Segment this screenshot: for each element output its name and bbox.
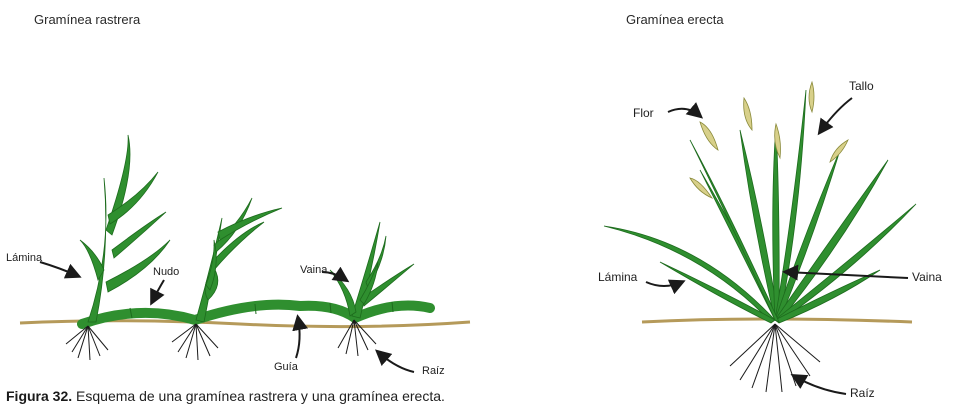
- label-flor: Flor: [633, 106, 654, 120]
- label-guia: Guía: [274, 361, 298, 373]
- arrow-tallo: [820, 98, 852, 132]
- arrow-flor: [668, 109, 700, 116]
- arrow-raiz-right: [794, 376, 846, 394]
- erect-flowers: [690, 82, 848, 198]
- label-vaina-right: Vaina: [912, 270, 942, 284]
- arrow-guia: [296, 318, 300, 358]
- label-lamina-right: Lámina: [598, 270, 637, 284]
- label-raiz-right: Raíz: [850, 386, 875, 400]
- label-raiz-left: Raíz: [422, 365, 445, 377]
- caption-prefix: Figura 32.: [6, 388, 72, 404]
- arrow-lamina-right: [646, 282, 682, 286]
- arrow-nudo: [152, 280, 164, 302]
- label-vaina-left: Vaina: [300, 264, 327, 276]
- figure-caption: Figura 32. Esquema de una gramínea rastr…: [6, 388, 445, 404]
- arrow-lamina-left: [40, 262, 78, 276]
- label-tallo: Tallo: [849, 79, 874, 93]
- label-nudo: Nudo: [153, 266, 179, 278]
- erect-grass: [604, 82, 916, 394]
- arrow-raiz-left: [378, 352, 414, 372]
- erect-leaves: [604, 90, 916, 323]
- caption-text: Esquema de una gramínea rastrera y una g…: [76, 388, 445, 404]
- creeping-grass: [20, 135, 470, 372]
- label-lamina-left: Lámina: [6, 252, 42, 264]
